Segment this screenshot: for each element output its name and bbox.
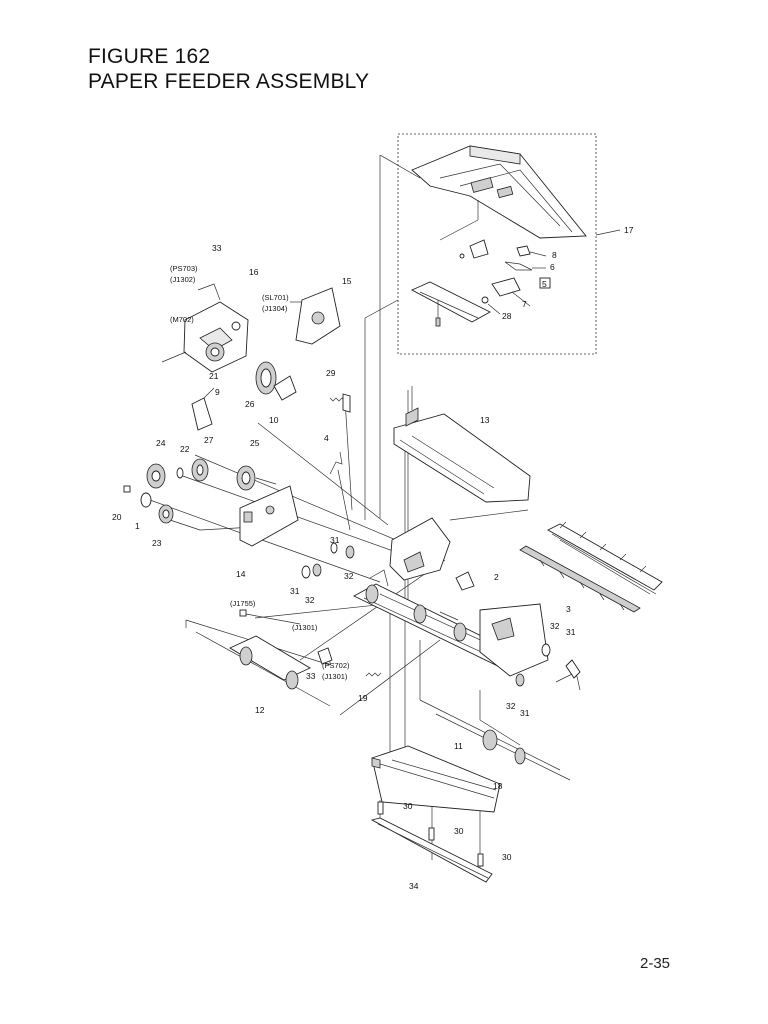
callout-7: 7 xyxy=(522,299,527,309)
callout-31-left-a: 31 xyxy=(330,535,340,545)
label-ps703: (PS703) xyxy=(170,264,198,273)
callout-22: 22 xyxy=(180,444,190,454)
callout-28: 28 xyxy=(502,311,512,321)
callout-19: 19 xyxy=(358,693,368,703)
right-side-plate xyxy=(479,603,581,691)
callout-4: 4 xyxy=(324,433,329,443)
part-29-spring xyxy=(329,393,351,413)
callout-33-mid: 33 xyxy=(306,671,316,681)
part-14-side-plate xyxy=(239,485,299,547)
part-1-bushing xyxy=(140,492,152,508)
subassembly-17-box xyxy=(397,133,597,355)
callout-30-a: 30 xyxy=(403,801,413,811)
part-3-roller-guides xyxy=(519,521,663,613)
part-6-lever xyxy=(504,261,546,271)
part-9-lever xyxy=(191,387,215,431)
callout-1: 1 xyxy=(135,521,140,531)
connector-labels: (PS703) (J1302) (M702) (SL701) (J1304) (… xyxy=(170,264,350,681)
callout-14: 14 xyxy=(236,569,246,579)
central-frame xyxy=(369,517,451,587)
callout-33-top: 33 xyxy=(212,243,222,253)
callout-24: 24 xyxy=(156,438,166,448)
cable-j1755 xyxy=(239,609,301,625)
callout-26: 26 xyxy=(245,399,255,409)
label-ps702: (PS702) xyxy=(322,661,350,670)
callout-32-left-a: 32 xyxy=(344,571,354,581)
part-7-holder xyxy=(491,277,531,307)
callout-27: 27 xyxy=(204,435,214,445)
callout-34: 34 xyxy=(409,881,419,891)
label-sl701: (SL701) xyxy=(262,293,289,302)
label-m702: (M702) xyxy=(170,315,194,324)
callout-16: 16 xyxy=(249,267,259,277)
sensor-ps702 xyxy=(317,647,333,665)
part-13-lower-frame xyxy=(393,386,531,503)
callout-32-left-b: 32 xyxy=(305,595,315,605)
part-23-gear xyxy=(158,504,174,524)
part-28-screw xyxy=(481,296,501,315)
part-4-link xyxy=(329,451,343,475)
part-2-clip xyxy=(455,571,475,591)
callout-30-c: 30 xyxy=(502,852,512,862)
callout-31-right-a: 31 xyxy=(566,627,576,637)
part-31-washer-left xyxy=(301,542,338,579)
callout-12: 12 xyxy=(255,705,265,715)
callout-2: 2 xyxy=(494,572,499,582)
figure-title-block: FIGURE 162 PAPER FEEDER ASSEMBLY xyxy=(88,44,588,94)
part-20-pin xyxy=(123,485,131,493)
callout-18: 18 xyxy=(493,781,503,791)
part-17-upper-guide xyxy=(411,145,587,241)
part-22-washer xyxy=(176,467,184,479)
callout-20: 20 xyxy=(112,512,122,522)
part-32-bearing-left xyxy=(312,545,355,577)
part-18-roller xyxy=(435,713,571,781)
part-16-motor-bracket xyxy=(161,283,249,373)
callout-25: 25 xyxy=(250,438,260,448)
callout-10: 10 xyxy=(269,415,279,425)
page-number: 2-35 xyxy=(640,955,671,972)
callout-5: 5 xyxy=(542,279,547,289)
label-j1302: (J1302) xyxy=(170,275,196,284)
callout-32-right-b: 32 xyxy=(506,701,516,711)
part-27-gear xyxy=(191,458,209,482)
part-8-spring xyxy=(516,245,547,257)
sensor-arm-box xyxy=(459,239,489,259)
callout-29: 29 xyxy=(326,368,336,378)
part-26-gear xyxy=(255,361,277,395)
callout-8: 8 xyxy=(552,250,557,260)
callout-17: 17 xyxy=(624,225,634,235)
callout-3: 3 xyxy=(566,604,571,614)
part-30-screws xyxy=(377,801,484,867)
callout-6: 6 xyxy=(550,262,555,272)
callout-31-left-b: 31 xyxy=(290,586,300,596)
callout-labels: 17 8 6 5 7 28 33 16 15 29 21 9 26 10 13 … xyxy=(112,225,634,891)
callout-32-right-a: 32 xyxy=(550,621,560,631)
figure-title: PAPER FEEDER ASSEMBLY xyxy=(88,70,370,93)
part-19-spring xyxy=(365,672,382,677)
callout-15: 15 xyxy=(342,276,352,286)
callout-23: 23 xyxy=(152,538,162,548)
label-j1301-lower: (J1301) xyxy=(322,672,348,681)
label-j1755: (J1755) xyxy=(230,599,256,608)
callout-13: 13 xyxy=(480,415,490,425)
part-15-solenoid-bracket xyxy=(290,287,341,345)
part-11-lower-guide xyxy=(371,745,501,813)
callout-9: 9 xyxy=(215,387,220,397)
label-j1304: (J1304) xyxy=(262,304,288,313)
part-12-feed-roller-shaft xyxy=(195,631,331,707)
callout-30-b: 30 xyxy=(454,826,464,836)
part-5-sensor-flag xyxy=(539,277,551,289)
lower-plate-box xyxy=(410,281,491,327)
label-j1301-upper: (J1301) xyxy=(292,623,318,632)
part-10-link xyxy=(273,375,297,401)
part-25-gear xyxy=(236,465,277,491)
callout-21: 21 xyxy=(209,371,219,381)
part-24-gear xyxy=(146,463,166,489)
callout-31-right-b: 31 xyxy=(520,708,530,718)
callout-11: 11 xyxy=(454,741,463,751)
part-34-bottom-bar xyxy=(370,817,493,883)
figure-label: FIGURE 162 xyxy=(88,45,211,68)
